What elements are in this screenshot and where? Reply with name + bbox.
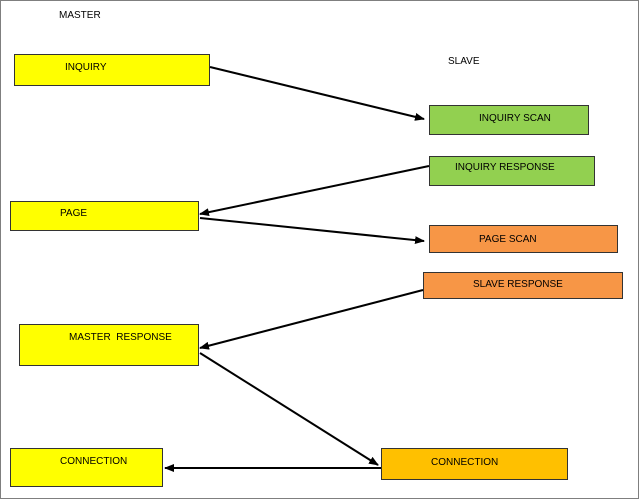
- node-slave-response-label: SLAVE RESPONSE: [473, 279, 563, 290]
- node-inquiry-response-label: INQUIRY RESPONSE: [455, 162, 555, 173]
- node-page-scan-label: PAGE SCAN: [479, 233, 537, 245]
- arrow-inquiry-response-to-page: [199, 165, 430, 217]
- node-inquiry: INQUIRY: [14, 54, 210, 86]
- node-inquiry-label: INQUIRY: [65, 61, 107, 73]
- node-inquiry-scan-label: INQUIRY SCAN: [479, 113, 551, 124]
- node-master-connection: CONNECTION: [10, 448, 163, 487]
- arrow-slave-response-to-master-response: [199, 289, 424, 350]
- node-master-connection-label: CONNECTION: [60, 455, 128, 467]
- node-master-response: MASTER RESPONSE: [19, 324, 199, 366]
- node-page: PAGE: [10, 201, 199, 231]
- arrow-master-response-to-slave-connection: [199, 352, 379, 466]
- slave-heading: SLAVE: [448, 56, 480, 67]
- master-heading: MASTER: [59, 10, 101, 21]
- node-slave-connection-label: CONNECTION: [431, 457, 499, 468]
- node-inquiry-response: INQUIRY RESPONSE: [429, 156, 595, 186]
- node-master-response-label: MASTER RESPONSE: [69, 332, 172, 343]
- node-inquiry-scan: INQUIRY SCAN: [429, 105, 589, 135]
- node-page-scan: PAGE SCAN: [429, 225, 618, 253]
- node-page-label: PAGE: [60, 208, 88, 219]
- node-slave-response: SLAVE RESPONSE: [423, 272, 623, 299]
- node-slave-connection: CONNECTION: [381, 448, 568, 480]
- arrow-inquiry-to-inquiry-scan: [209, 66, 425, 121]
- arrow-page-to-page-scan: [199, 217, 425, 245]
